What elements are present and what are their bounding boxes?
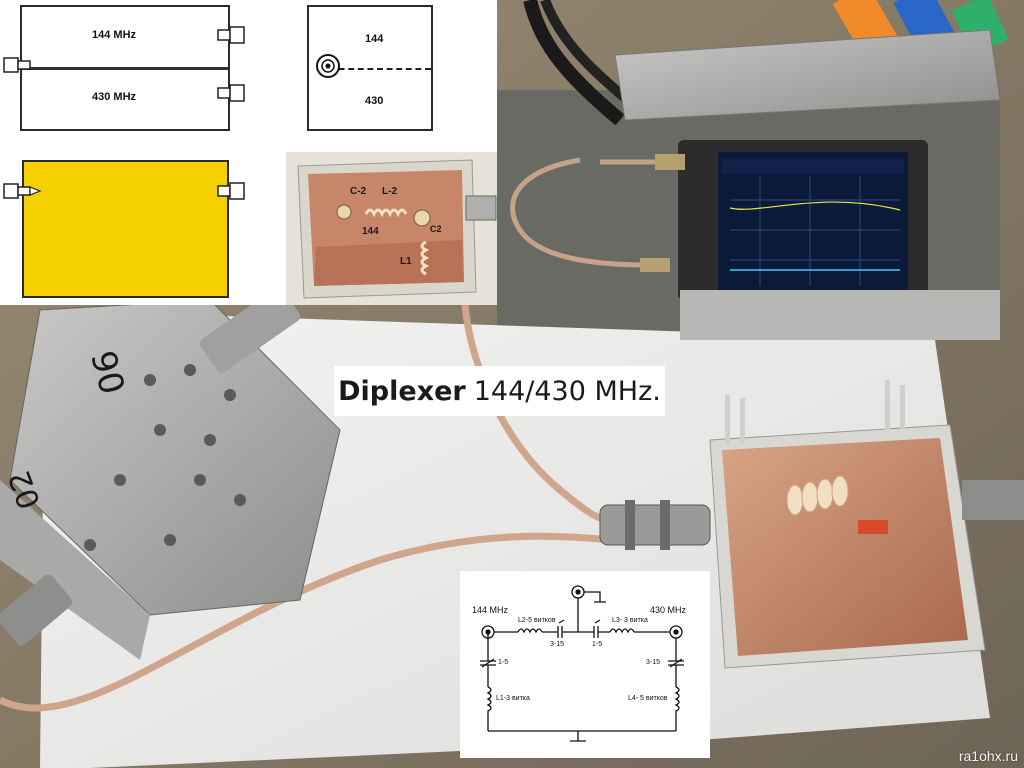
schematic-port-right: 430 MHz [650,605,687,615]
title-bold: Diplexer [338,375,466,407]
analyzer-screen [718,152,908,292]
coax-cable [461,304,611,524]
right-connector [962,480,1024,520]
schematic-c-mid-right: 1-5 [592,641,603,648]
analyzer-base [680,290,1000,340]
schematic-port-left: 144 MHz [472,605,509,615]
schematic-c-right-trim: 3-15 [646,659,661,666]
inset-photo: C-2 L-2 144 C2 L1 [286,152,497,305]
split-box-label-bottom: 430 MHz [92,91,137,103]
yellow-box-connectors [3,182,245,200]
square-label-top: 144 [365,33,384,45]
inset-box-drawing [286,152,497,305]
inset-label-144: 144 [362,226,379,237]
schematic-l1: L1-3 витка [496,695,530,702]
yellow-box-diagram [22,160,229,298]
inset-label-c2: C-2 [350,186,367,197]
title-rest: 144/430 MHz. [473,375,661,407]
watermark: ra1ohx.ru [958,748,1018,764]
schematic-c-mid-left: 3-15 [550,641,565,648]
bnc-adapter [599,504,711,546]
schematic-l4: L4- 5 витков [628,695,668,702]
inset-label-l1: L1 [400,256,412,267]
inset-label-l2: L-2 [382,186,397,197]
schematic-drawing [480,585,684,742]
schematic: 144 MHz 430 MHz L2-5 витков L3- 3 витка … [460,571,710,758]
schematic-l3: L3- 3 витка [612,617,648,624]
split-box-diagram: 144 MHz 430 MHz [20,5,230,131]
square-label-bottom: 430 [365,95,384,107]
coil-photo [786,475,849,516]
title-banner: Diplexer 144/430 MHz. [334,366,665,416]
schematic-l2: L2-5 витков [518,617,556,624]
aluminum-stand [614,29,1001,121]
schematic-c-left-trim: 1-5 [498,659,509,666]
center-connector-icon [316,54,340,78]
split-box-label-top: 144 MHz [92,29,137,41]
copper-box-inner [722,438,968,656]
inset-label-c2b: C2 [430,224,442,234]
capacitor-red [858,520,888,534]
split-box-connectors [3,26,245,102]
